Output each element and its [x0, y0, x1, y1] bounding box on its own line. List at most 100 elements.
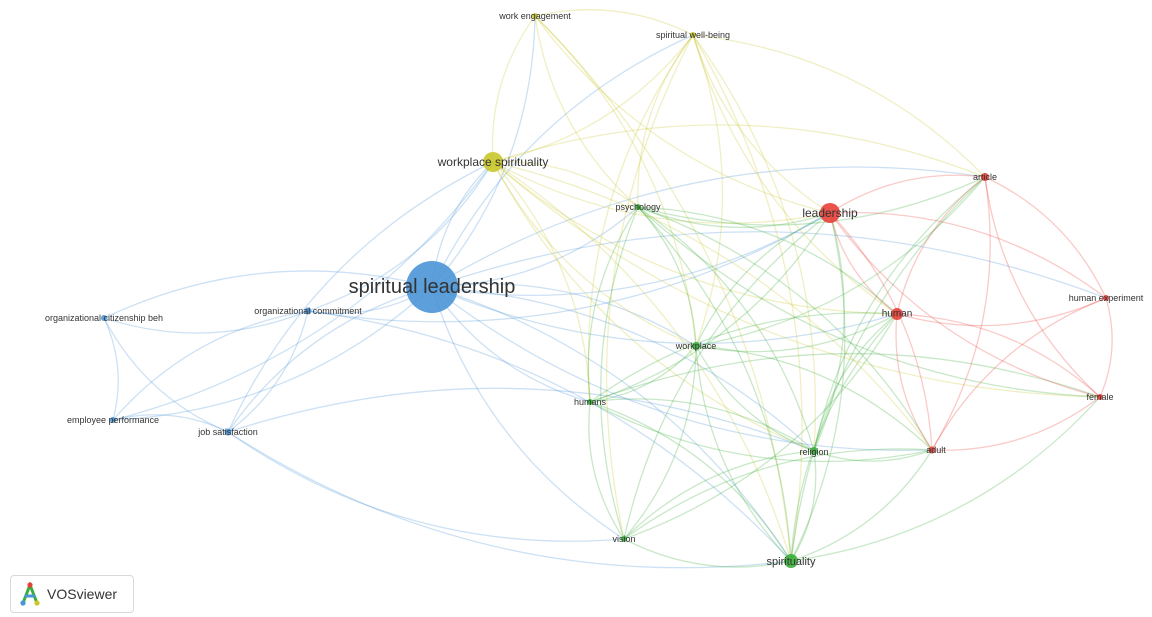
node-job-satisfaction[interactable]	[224, 428, 232, 436]
link-workplace-spirituality-psychology	[492, 161, 639, 208]
link-human-experiment-female	[1099, 297, 1113, 398]
node-label-employee-performance[interactable]: employee performance	[67, 415, 159, 425]
node-adult[interactable]	[928, 446, 936, 454]
link-organizational-commitment-employee-performance	[112, 310, 309, 421]
link-spiritual-well-being-human	[692, 34, 898, 315]
node-workplace[interactable]	[692, 342, 700, 350]
node-label-psychology[interactable]: psychology	[615, 202, 661, 212]
link-organizational-commitment-spirituality	[307, 310, 792, 562]
link-spirituality-human	[790, 313, 898, 562]
node-label-leadership[interactable]: leadership	[802, 206, 858, 220]
node-label-spiritual-well-being[interactable]: spiritual well-being	[656, 30, 730, 40]
link-psychology-workplace	[637, 206, 697, 347]
node-work-engagement[interactable]	[532, 13, 538, 19]
link-spiritual-well-being-psychology	[637, 34, 694, 208]
link-organizational-commitment-job-satisfaction	[227, 310, 309, 433]
node-label-vision[interactable]: vision	[612, 534, 635, 544]
link-spiritual-well-being-humans	[587, 34, 694, 403]
link-organizational-commitment-organizational-citizenship	[103, 310, 309, 334]
link-spiritual-leadership-vision	[431, 286, 625, 540]
node-label-organizational-commitment[interactable]: organizational commitment	[254, 306, 362, 316]
node-religion[interactable]	[810, 447, 818, 455]
link-human-adult	[895, 313, 933, 451]
node-vision[interactable]	[621, 536, 627, 542]
node-label-adult[interactable]: adult	[926, 445, 946, 455]
link-workplace-humans	[589, 345, 697, 403]
node-label-female[interactable]: female	[1086, 392, 1113, 402]
node-human-experiment[interactable]	[1103, 295, 1109, 301]
link-work-engagement-spirituality	[534, 15, 792, 562]
link-religion-spirituality	[790, 450, 817, 562]
link-workplace-adult	[695, 345, 933, 451]
node-organizational-citizenship[interactable]	[101, 315, 107, 321]
link-job-satisfaction-vision	[227, 431, 625, 542]
link-workplace-spirituality-work-engagement	[491, 15, 536, 163]
link-leadership-article	[829, 174, 986, 214]
node-spirituality[interactable]	[784, 554, 798, 568]
link-vision-spirituality	[623, 538, 792, 568]
node-leadership[interactable]	[820, 203, 840, 223]
node-workplace-spirituality[interactable]	[483, 152, 503, 172]
link-humans-adult	[589, 401, 933, 463]
node-label-job-satisfaction[interactable]: job satisfaction	[197, 427, 258, 437]
node-spiritual-well-being[interactable]	[690, 32, 696, 38]
node-organizational-commitment[interactable]	[304, 307, 312, 315]
node-article[interactable]	[981, 173, 989, 181]
node-label-workplace-spirituality[interactable]: workplace spirituality	[437, 155, 549, 169]
link-psychology-article	[637, 176, 986, 226]
link-religion-adult	[813, 449, 933, 462]
link-religion-human	[813, 313, 898, 452]
link-spiritual-well-being-vision	[605, 34, 694, 540]
link-spiritual-leadership-job-satisfaction	[227, 286, 433, 433]
link-humans-vision	[588, 401, 625, 540]
link-article-adult	[931, 176, 991, 451]
link-spiritual-leadership-adult	[431, 286, 933, 452]
link-organizational-citizenship-employee-performance	[103, 317, 119, 421]
link-leadership-adult	[829, 212, 933, 451]
link-job-satisfaction-workplace-spirituality	[227, 161, 494, 433]
link-psychology-leadership	[637, 206, 831, 229]
link-workplace-spirituality-religion	[492, 161, 815, 452]
node-label-article[interactable]: article	[973, 172, 997, 182]
link-psychology-spirituality	[637, 206, 792, 562]
link-workplace-spirituality	[695, 345, 792, 562]
link-humans-female	[589, 352, 1101, 403]
node-label-human[interactable]: human	[882, 309, 913, 320]
node-psychology[interactable]	[635, 204, 641, 210]
link-spiritual-well-being-leadership	[692, 34, 831, 214]
link-spiritual-well-being-religion	[692, 34, 817, 452]
link-workplace-spirituality-spiritual-well-being	[492, 34, 694, 163]
link-spiritual-leadership-spiritual-well-being	[431, 34, 694, 288]
brand-label: VOSviewer	[47, 586, 118, 602]
link-vision-leadership	[623, 212, 831, 540]
node-female[interactable]	[1097, 394, 1103, 400]
node-human[interactable]	[891, 308, 903, 320]
link-leadership-human-experiment	[829, 211, 1107, 299]
node-label-spirituality[interactable]: spirituality	[767, 556, 816, 568]
link-workplace-spirituality-adult	[492, 161, 933, 451]
link-job-satisfaction-religion	[227, 387, 815, 452]
node-label-humans[interactable]: humans	[574, 397, 607, 407]
node-spiritual-leadership[interactable]	[406, 261, 458, 313]
link-psychology-adult	[637, 206, 933, 451]
link-spirituality-leadership	[790, 212, 846, 562]
node-label-religion[interactable]: religion	[799, 447, 828, 457]
node-employee-performance[interactable]	[110, 417, 116, 423]
link-spiritual-leadership-spirituality	[431, 286, 792, 562]
link-organizational-citizenship-job-satisfaction	[103, 317, 229, 433]
link-workplace-spirituality-humans	[492, 161, 591, 403]
link-work-engagement-psychology	[534, 15, 639, 208]
node-humans[interactable]	[587, 399, 593, 405]
node-label-work-engagement[interactable]: work engagement	[498, 11, 571, 21]
node-label-human-experiment[interactable]: human experiment	[1069, 293, 1144, 303]
link-humans-human	[589, 312, 898, 403]
node-label-organizational-citizenship[interactable]: organizational citizenship beh	[45, 313, 163, 323]
node-label-workplace[interactable]: workplace	[675, 341, 717, 351]
node-label-spiritual-leadership[interactable]: spiritual leadership	[349, 276, 516, 298]
link-spiritual-leadership-workplace	[431, 282, 697, 347]
link-workplace-spirituality-human	[492, 161, 898, 315]
link-humans-spirituality	[589, 401, 792, 562]
link-organizational-commitment-workplace-spirituality	[307, 161, 494, 312]
link-religion-article	[813, 176, 986, 452]
